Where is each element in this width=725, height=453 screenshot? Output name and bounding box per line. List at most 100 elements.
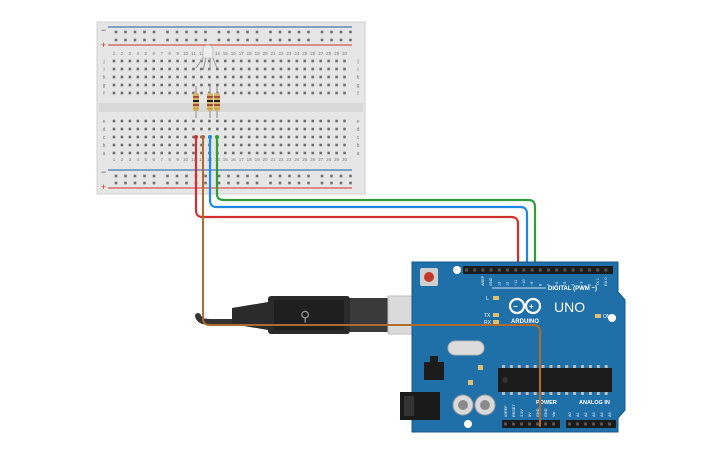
row-letter: c bbox=[357, 135, 360, 141]
header-pin-label: TX 1 bbox=[596, 278, 600, 286]
breadboard-hole bbox=[192, 135, 195, 139]
rail-hole bbox=[307, 30, 310, 34]
row-letter: h bbox=[103, 75, 106, 81]
rail-hole bbox=[143, 174, 146, 178]
header-pin bbox=[514, 268, 518, 272]
resistor-red[interactable] bbox=[193, 86, 199, 118]
breadboard-hole bbox=[160, 91, 163, 95]
breadboard-hole bbox=[327, 75, 330, 79]
resistor-green[interactable] bbox=[214, 86, 220, 118]
breadboard-hole bbox=[263, 135, 267, 139]
row-letter: i bbox=[103, 67, 104, 73]
header-pin-label: Vin bbox=[552, 412, 556, 417]
breadboard-hole bbox=[216, 127, 219, 131]
breadboard-hole bbox=[208, 83, 211, 87]
breadboard-hole bbox=[279, 151, 283, 155]
breadboard-hole bbox=[343, 67, 346, 71]
breadboard-hole bbox=[335, 67, 338, 71]
rail-hole bbox=[194, 38, 198, 42]
rgb-led[interactable] bbox=[195, 44, 218, 71]
red-wire[interactable] bbox=[194, 135, 520, 270]
column-number: 23 bbox=[286, 51, 292, 56]
breadboard-hole bbox=[184, 59, 187, 63]
column-number: 15 bbox=[223, 51, 229, 56]
rail-hole bbox=[349, 30, 352, 34]
breadboard-hole bbox=[295, 127, 299, 131]
bottom-hole-block bbox=[112, 119, 346, 155]
breadboard-hole bbox=[343, 59, 346, 63]
column-number: 17 bbox=[239, 157, 245, 162]
top-rail-minus-label: − bbox=[101, 25, 106, 35]
breadboard-hole bbox=[224, 59, 227, 63]
breadboard-hole bbox=[239, 83, 243, 87]
rail-hole bbox=[297, 30, 301, 34]
rail-hole bbox=[175, 174, 179, 178]
breadboard-hole bbox=[303, 135, 307, 139]
header-pin-label: 3.3V bbox=[520, 409, 524, 417]
column-number: 9 bbox=[176, 157, 179, 162]
rail-hole bbox=[133, 174, 137, 178]
breadboard-hole bbox=[176, 59, 179, 63]
brown-wire[interactable] bbox=[202, 136, 541, 427]
breadboard-hole bbox=[176, 127, 179, 131]
rail-hole bbox=[175, 30, 179, 34]
blue-wire[interactable] bbox=[208, 135, 529, 270]
breadboard-hole bbox=[335, 91, 338, 95]
rail-hole bbox=[246, 174, 249, 178]
rail-hole bbox=[166, 181, 169, 185]
breadboard-hole bbox=[271, 67, 275, 71]
tx-label: TX bbox=[484, 313, 491, 319]
on-label: ON bbox=[603, 314, 611, 320]
breadboard-hole bbox=[136, 135, 140, 139]
header-pin bbox=[481, 268, 485, 272]
breadboard-hole bbox=[263, 119, 267, 123]
usb-cable[interactable]: ⚲ bbox=[195, 295, 441, 335]
column-number: 8 bbox=[168, 51, 171, 56]
breadboard-hole bbox=[112, 143, 116, 147]
breadboard-hole bbox=[144, 91, 148, 95]
breadboard-hole bbox=[224, 75, 227, 79]
column-number: 11 bbox=[191, 51, 196, 56]
breadboard-hole bbox=[136, 67, 140, 71]
breadboard-hole bbox=[160, 59, 163, 63]
breadboard[interactable]: − + 123456789101112131415161718192021222… bbox=[96, 21, 366, 195]
breadboard-hole bbox=[112, 151, 116, 155]
header-pin-label: ~3 bbox=[579, 282, 583, 286]
rail-hole bbox=[217, 181, 221, 185]
row-letter: b bbox=[357, 143, 360, 149]
column-number: 7 bbox=[160, 51, 163, 56]
breadboard-hole bbox=[128, 127, 132, 131]
header-pin bbox=[538, 268, 542, 272]
breadboard-hole bbox=[327, 135, 330, 139]
breadboard-hole bbox=[168, 119, 171, 123]
rail-hole bbox=[339, 181, 343, 185]
usb-symbol-icon: ⚲ bbox=[300, 308, 310, 324]
rail-hole bbox=[297, 181, 301, 185]
breadboard-hole bbox=[168, 127, 171, 131]
breadboard-hole bbox=[295, 151, 299, 155]
rail-hole bbox=[269, 38, 272, 42]
row-letter: g bbox=[103, 83, 106, 89]
rail-hole bbox=[339, 38, 343, 42]
column-number: 21 bbox=[270, 51, 276, 56]
breadboard-hole bbox=[279, 135, 283, 139]
column-number: 2 bbox=[121, 157, 124, 162]
rail-hole bbox=[166, 174, 169, 178]
breadboard-hole bbox=[128, 151, 132, 155]
breadboard-hole bbox=[263, 143, 267, 147]
breadboard-hole bbox=[120, 143, 124, 147]
resistor-blue[interactable] bbox=[207, 86, 213, 118]
breadboard-hole bbox=[231, 75, 235, 79]
l-led bbox=[493, 296, 499, 300]
breadboard-hole bbox=[247, 127, 251, 131]
chip-pin bbox=[509, 392, 513, 395]
row-letter: d bbox=[357, 127, 360, 133]
header-pin-label: 2 bbox=[588, 284, 592, 286]
header-pin-label: 13 bbox=[497, 282, 501, 286]
green-wire[interactable] bbox=[215, 135, 537, 270]
column-number: 20 bbox=[263, 157, 269, 162]
breadboard-hole bbox=[335, 83, 338, 87]
